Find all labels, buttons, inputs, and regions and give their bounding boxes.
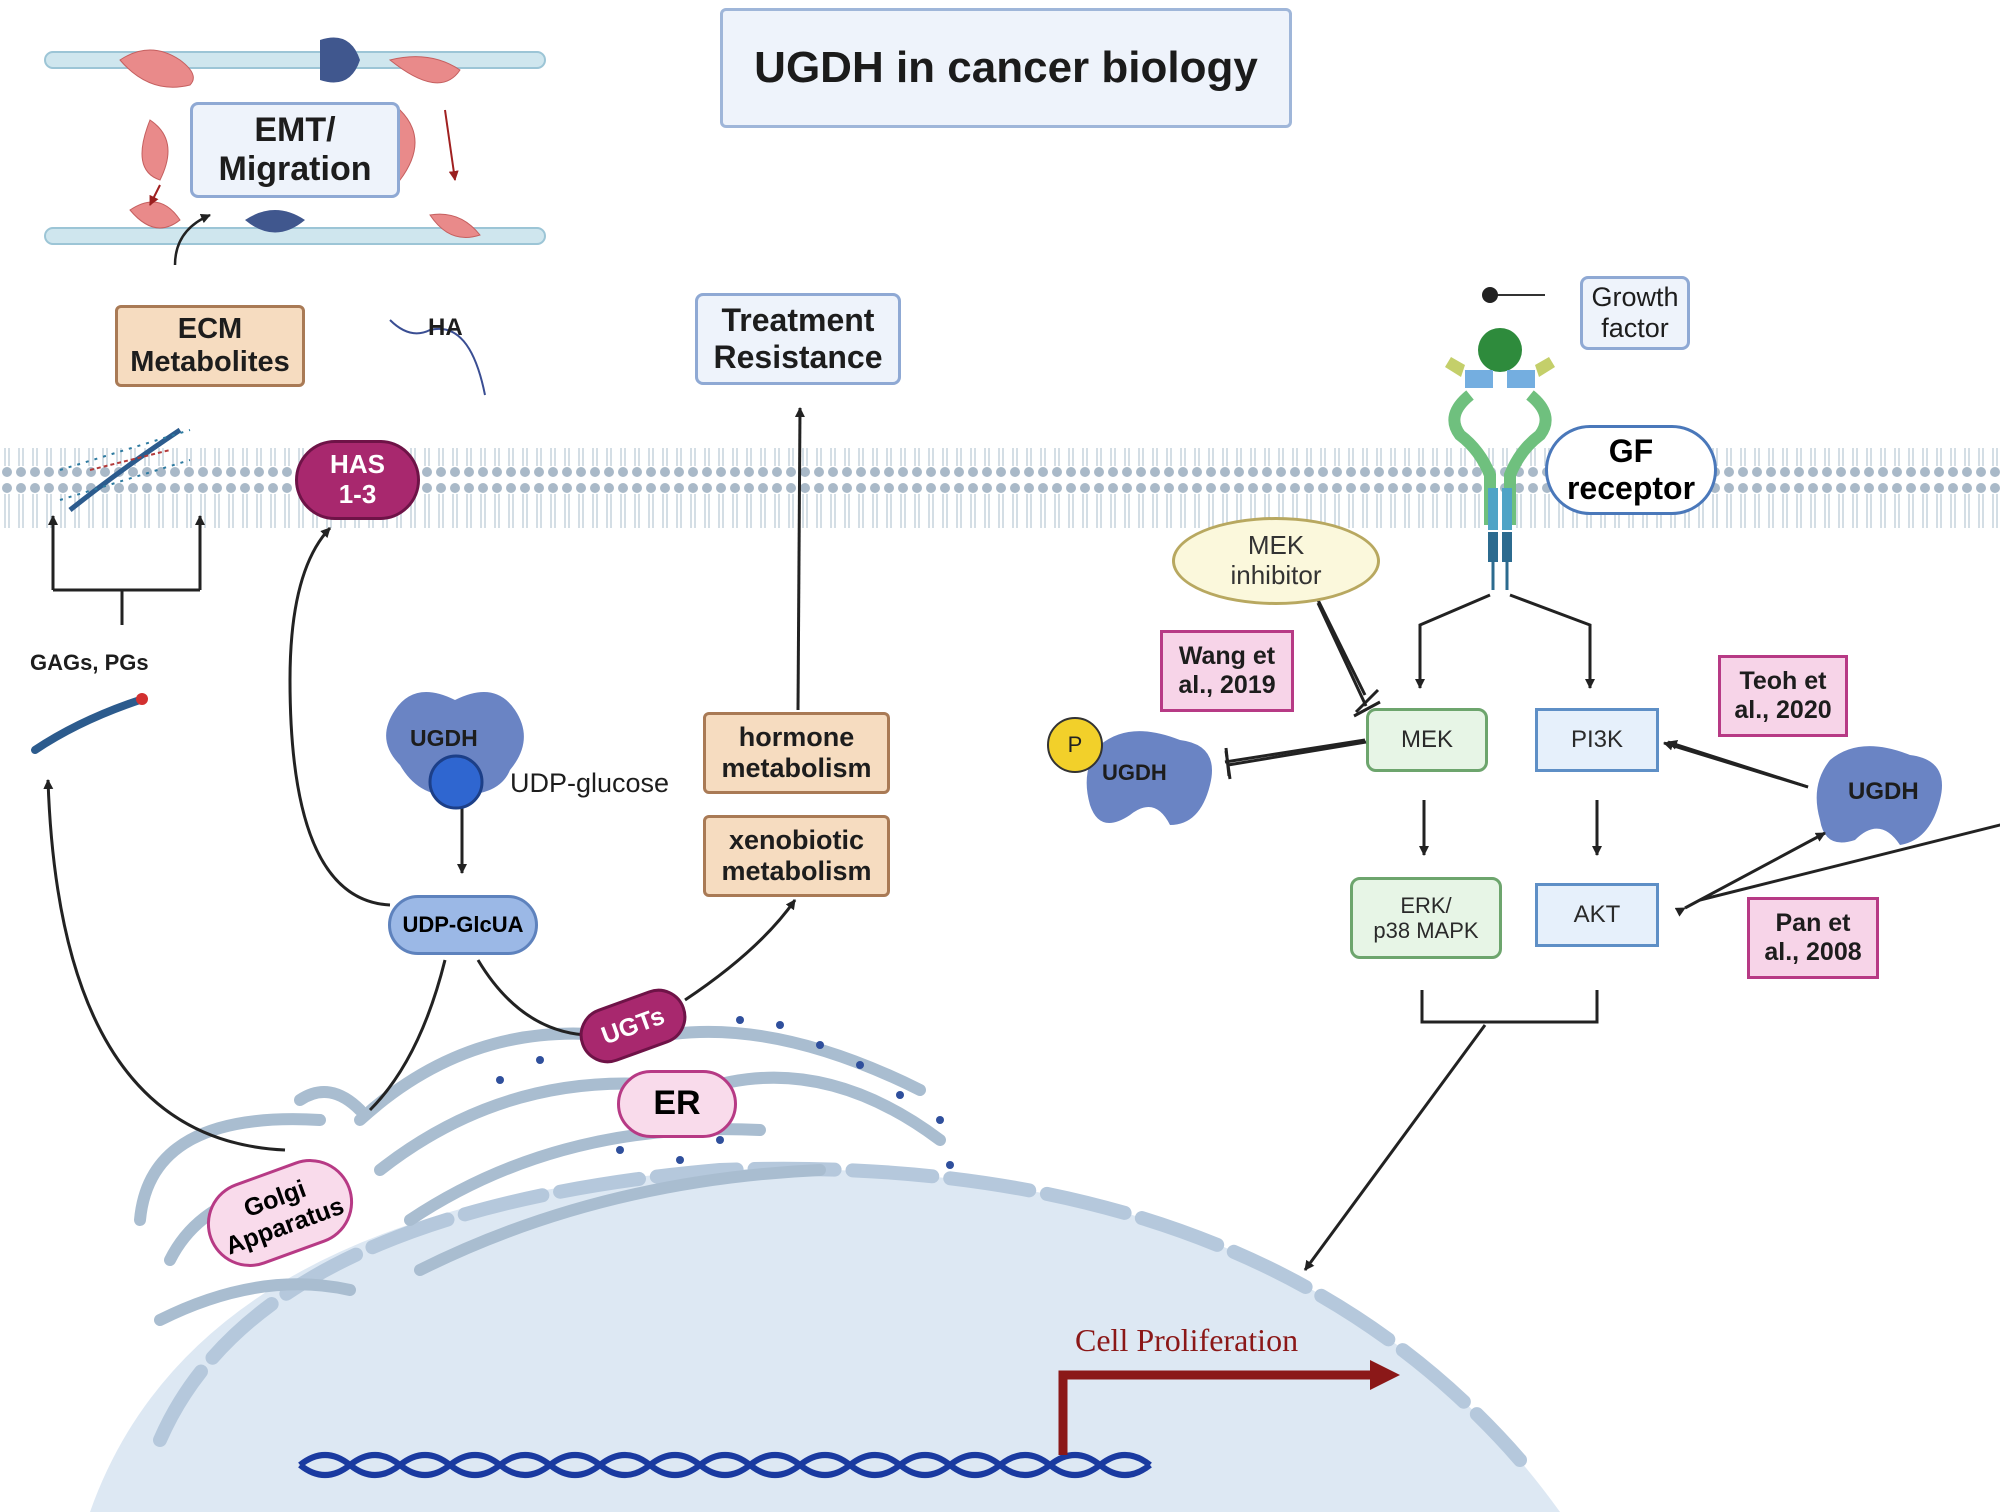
er-ribosomes (496, 1016, 954, 1169)
ugdh-protein-right (1816, 746, 1942, 845)
emt-migration-box: EMT/ Migration (190, 102, 400, 198)
erk-p38-mapk-node: ERK/ p38 MAPK (1350, 877, 1502, 959)
ecm-fiber (59, 427, 191, 512)
er-label: ER (617, 1070, 737, 1138)
ha-label: HA (428, 314, 463, 341)
ecm-metabolites-box: ECM Metabolites (115, 305, 305, 387)
ugdh-right-label: UGDH (1848, 778, 1919, 805)
udp-glucose-label: UDP-glucose (510, 768, 670, 798)
phosphate-label: P (1067, 732, 1083, 758)
left-pathway-arrows (43, 407, 805, 1152)
teoh-2020-citation: Teoh et al., 2020 (1718, 655, 1848, 737)
phospho-circle (1047, 717, 1103, 773)
growth-factor-box: Growth factor (1580, 276, 1690, 350)
hormone-metabolism-box: hormone metabolism (703, 712, 890, 794)
cell-proliferation-label: Cell Proliferation (1075, 1322, 1299, 1358)
treatment-resistance-box: Treatment Resistance (695, 293, 901, 385)
gf-receptor-structure (1445, 287, 1555, 590)
diagram-title: UGDH in cancer biology (720, 8, 1292, 128)
gf-receptor-label: GF receptor (1545, 425, 1717, 515)
gag-molecule-end (136, 693, 148, 705)
dna-helix (298, 1452, 1152, 1478)
udp-glcua-node: UDP-GlcUA (388, 895, 538, 955)
gag-molecule (31, 696, 144, 754)
xenobiotic-metabolism-box: xenobiotic metabolism (703, 815, 890, 897)
ugdh-phospho-label: UGDH (1102, 760, 1167, 785)
ugdh-protein-left (1086, 731, 1212, 825)
ugdh-protein-center (386, 692, 524, 810)
gags-label: GAGs, PGs (30, 650, 149, 675)
cell-proliferation-arrowhead (1370, 1360, 1400, 1390)
mek-node: MEK (1366, 708, 1488, 772)
pan-2008-citation: Pan et al., 2008 (1747, 897, 1879, 979)
ha-strand (389, 319, 486, 396)
gags-bracket-arrows (48, 515, 205, 625)
mek-inhibitor-ellipse: MEK inhibitor (1172, 517, 1380, 605)
pi3k-node: PI3K (1535, 708, 1659, 772)
akt-node: AKT (1535, 883, 1659, 947)
wang-2019-citation: Wang et al., 2019 (1160, 630, 1294, 712)
has-enzyme: HAS 1-3 (295, 440, 420, 520)
ugdh-center-label: UGDH (410, 725, 478, 751)
cell-proliferation-arrow (1058, 1370, 1370, 1455)
